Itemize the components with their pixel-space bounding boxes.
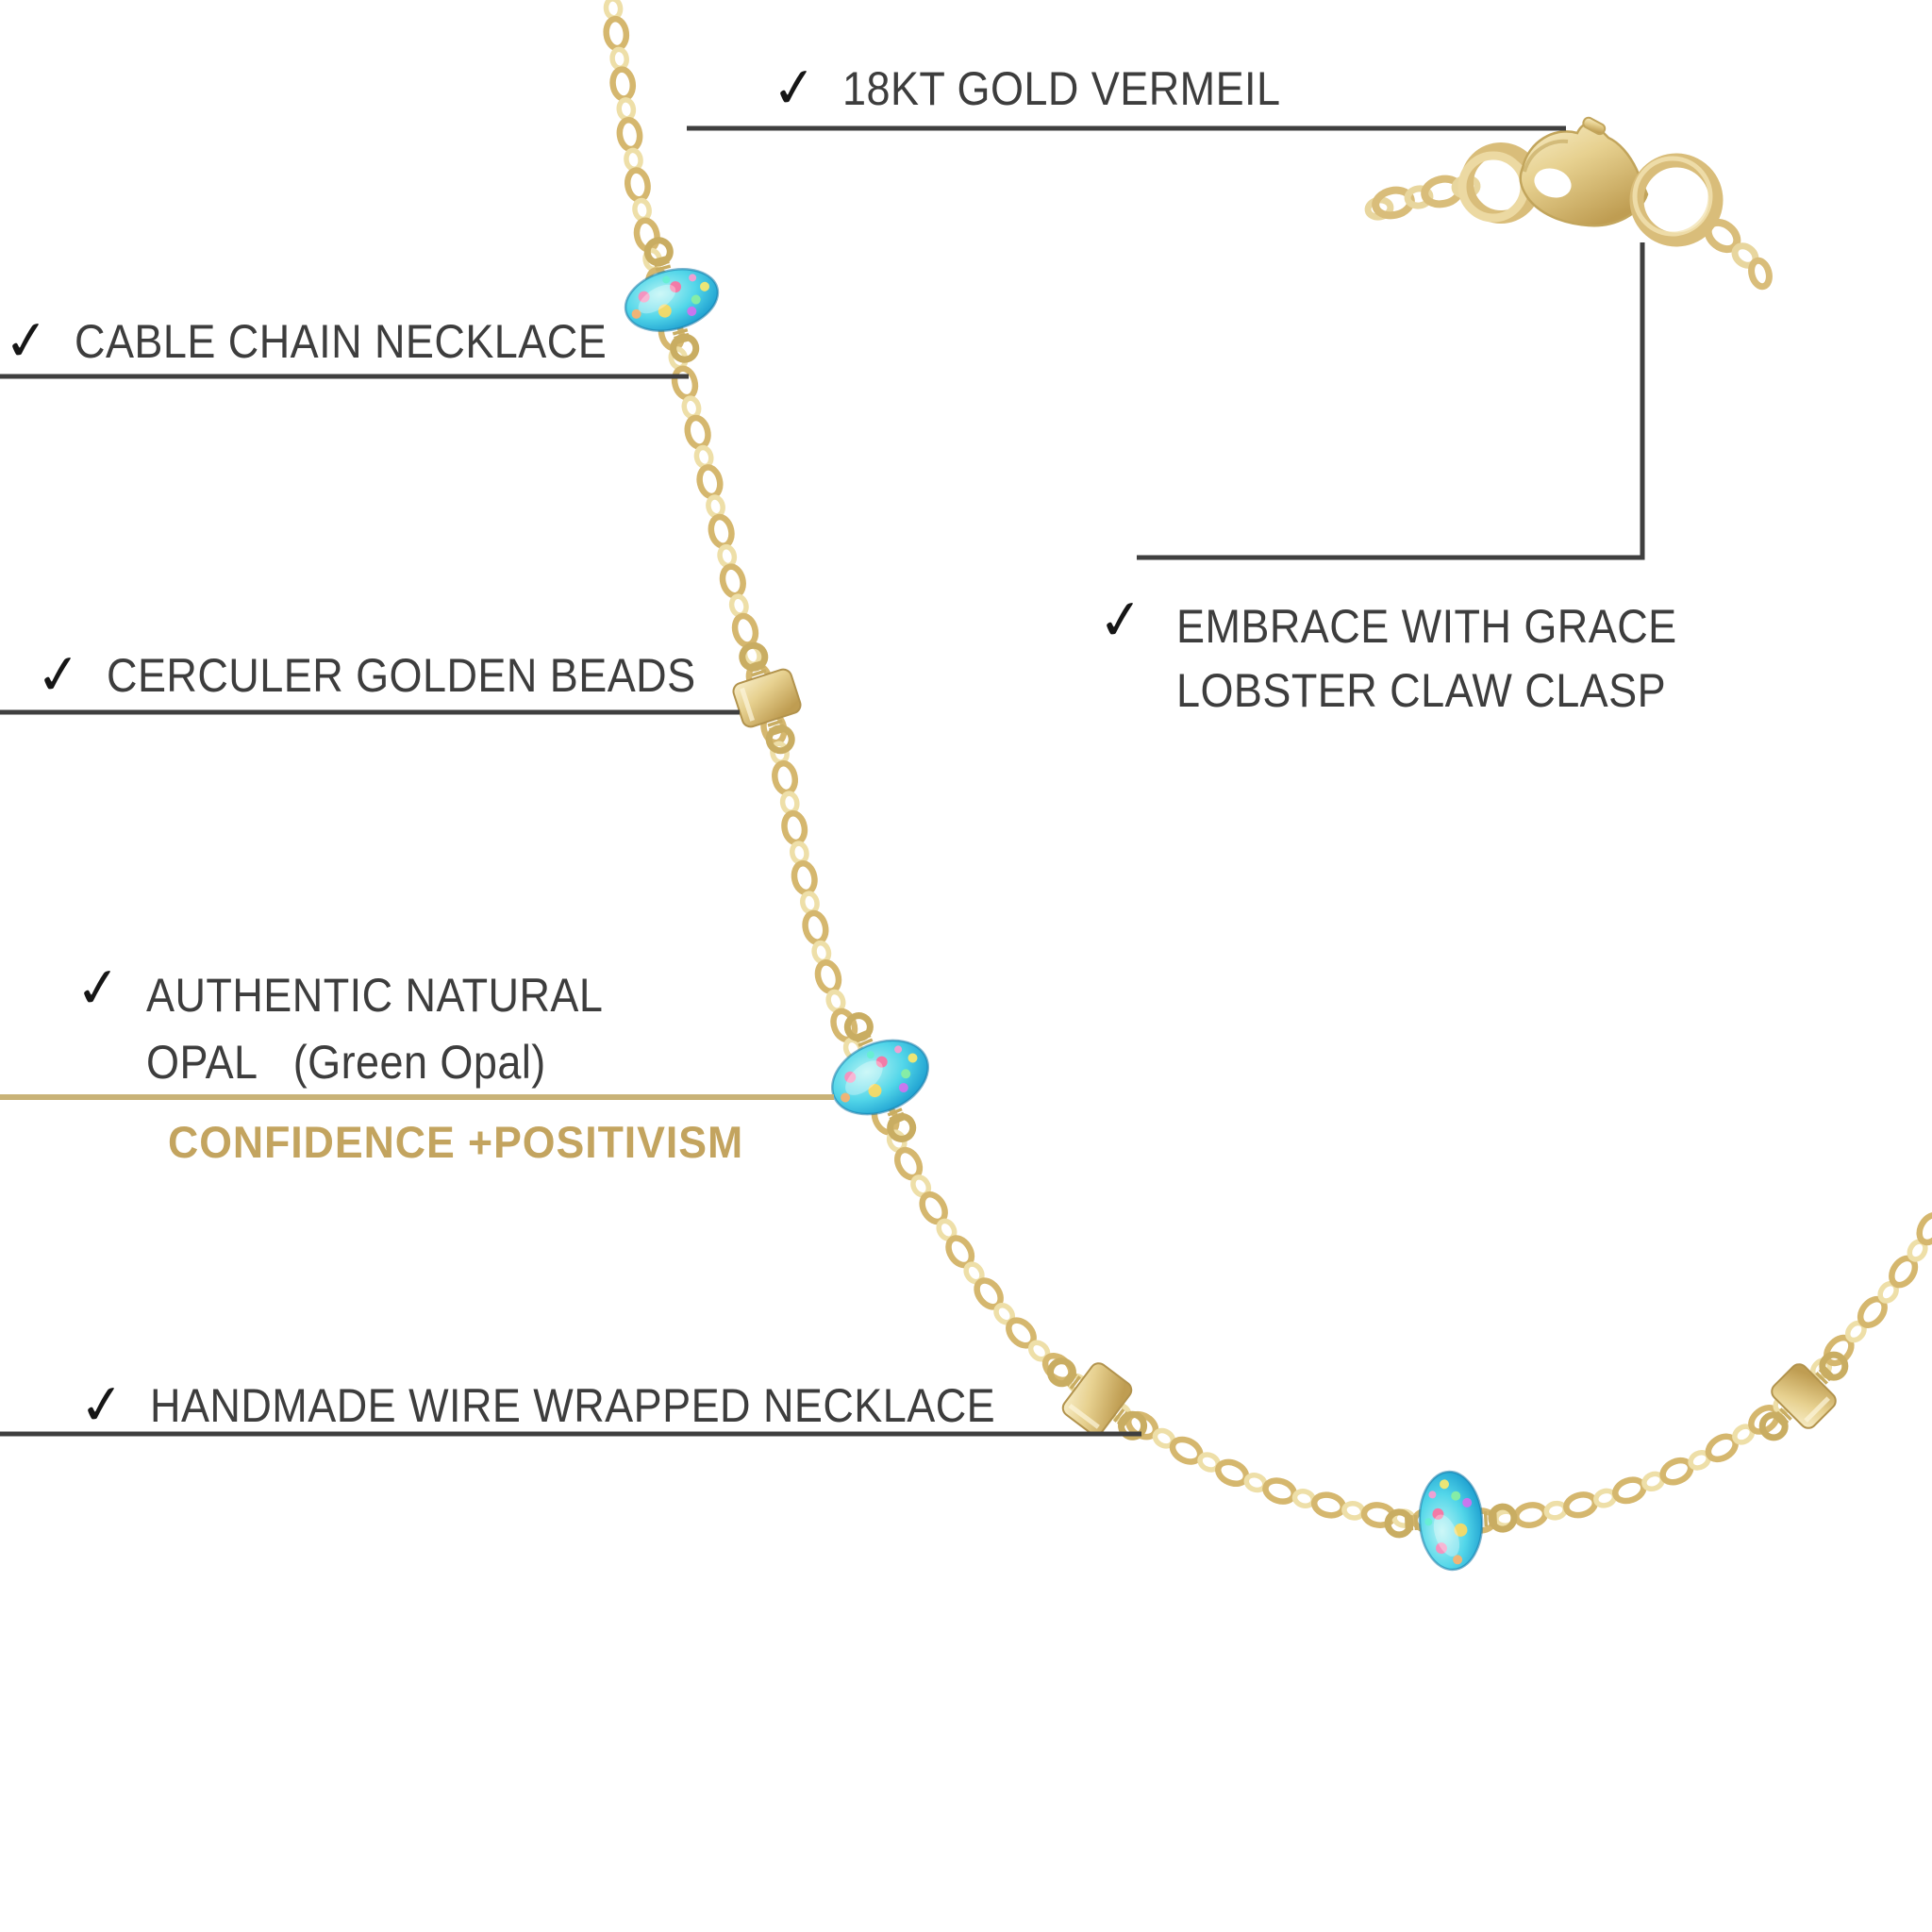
lobster-claw-body [1519,116,1649,227]
wire-coil [856,1033,872,1043]
wire-coil [887,1108,903,1117]
check-icon: ✓ [768,55,821,122]
wire-coil [1483,1510,1489,1527]
callout-gold-vermeil: ✓ 18KT GOLD VERMEIL [768,55,1329,122]
wire-coil [672,328,689,336]
wire-coil [675,337,691,345]
wire-coil [748,659,764,668]
callout-authentic-opal: ✓ AUTHENTIC NATURAL OPAL (Green Opal) [72,955,654,1096]
wire-coil [767,719,783,727]
wire-coil [1120,1414,1133,1428]
check-icon: ✓ [72,955,125,1022]
wire-coil [654,259,670,268]
check-icon: ✓ [32,641,85,708]
wire-coil [1061,1370,1074,1384]
tagline-confidence-positivism: CONFIDENCE +POSITIVISM [168,1117,744,1167]
wire-coil [1413,1514,1419,1531]
wire-coil [655,264,672,272]
wire-coil [1822,1364,1836,1378]
wire-coil [769,724,785,732]
wire-coil [1112,1408,1125,1423]
golden-bead [732,641,802,755]
opal-bead [624,237,720,363]
golden-bead [1758,1351,1849,1441]
clasp-ring [1629,153,1724,247]
beads-group [624,237,1849,1572]
wire-coil [749,664,765,673]
wire-coil [1065,1373,1078,1387]
opal-bead [1384,1470,1518,1572]
wire-coil [653,255,669,263]
callout-clasp-line2: LOBSTER CLAW CLASP [1175,664,1666,717]
wire-coil [1779,1407,1792,1421]
wire-coil [1775,1410,1790,1424]
wire-coil [1818,1368,1832,1382]
callout-opal-line1: AUTHENTIC NATURAL [145,969,603,1022]
callout-gold-vermeil-label: 18KT GOLD VERMEIL [841,62,1281,115]
callout-cable-chain-label: CABLE CHAIN NECKLACE [74,315,607,368]
wire-coil [891,1116,907,1125]
check-icon: ✓ [1094,587,1147,654]
connector-clasp [1137,242,1645,560]
clasp-chain-right [1704,218,1773,291]
callout-lobster-clasp: ✓ EMBRACE WITH GRACE LOBSTER CLAW CLASP [1094,587,1732,723]
wire-coil [770,728,786,737]
wire-coil [1772,1414,1786,1428]
wire-coil [889,1111,905,1122]
callout-clasp-line1: EMBRACE WITH GRACE [1175,600,1677,653]
wire-coil [1815,1372,1828,1385]
callout-opal-line2: OPAL (Green Opal) [145,1036,546,1089]
wire-coil [674,332,690,341]
check-icon: ✓ [0,308,53,375]
opal-bead [830,1012,930,1142]
callout-handmade-label: HANDMADE WIRE WRAPPED NECKLACE [149,1379,995,1432]
callout-cable-chain: ✓ CABLE CHAIN NECKLACE [0,308,665,375]
wire-coil [1069,1375,1082,1390]
wire-coil [751,669,767,677]
callout-golden-beads: ✓ CERCULER GOLDEN BEADS [32,641,761,708]
callout-golden-beads-label: CERCULER GOLDEN BEADS [106,649,696,702]
wire-coil [1492,1510,1498,1526]
lobster-clasp-closeup [1364,116,1773,291]
wire-coil [854,1029,870,1039]
wire-coil [858,1038,874,1047]
wire-coil [1116,1411,1129,1425]
callout-handmade: ✓ HANDMADE WIRE WRAPPED NECKLACE [75,1372,1089,1439]
wire-coil [1408,1515,1414,1531]
check-icon: ✓ [75,1372,128,1439]
callout-lines [0,125,1645,1437]
